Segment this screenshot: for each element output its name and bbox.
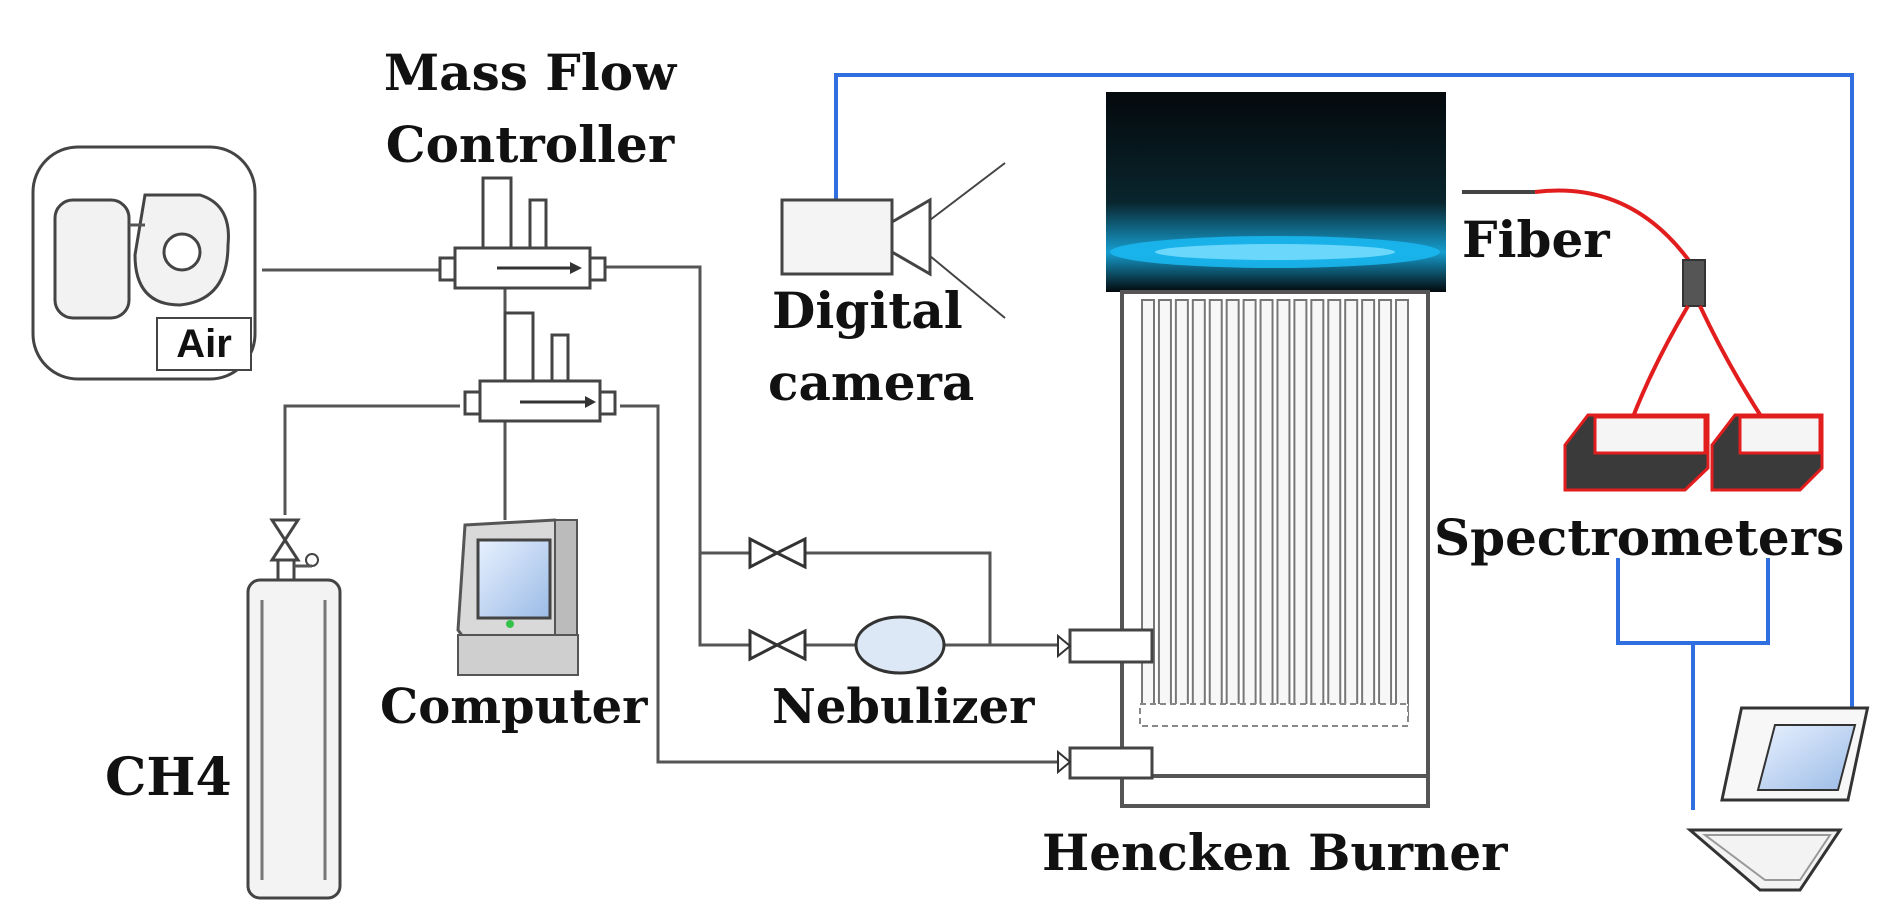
mass-flow-label-line1: Mass Flow <box>384 43 678 102</box>
signal-lines <box>834 73 1854 810</box>
air-compressor: Air <box>31 145 257 381</box>
air-label: Air <box>176 322 232 366</box>
air-compressor-icon <box>53 198 131 320</box>
burner-tube <box>1378 299 1393 721</box>
mass-flow-controller-top <box>438 176 607 290</box>
digital-camera <box>780 162 1006 319</box>
nebulizer <box>854 615 946 675</box>
valve-upper <box>748 536 807 570</box>
burner-tube <box>1208 299 1223 721</box>
valve-lower <box>748 628 807 662</box>
burner-tube <box>1157 299 1172 721</box>
computer-label: Computer <box>380 679 648 735</box>
digital-label-line1: Digital <box>772 281 963 340</box>
fiber-label: Fiber <box>1462 210 1610 269</box>
burner-tube <box>1276 299 1291 721</box>
burner-tube <box>1344 299 1359 721</box>
burner-tube <box>1191 299 1206 721</box>
desktop-computer <box>456 518 579 676</box>
hencken-burner <box>1057 290 1430 808</box>
burner-tube <box>1395 299 1409 721</box>
burner-tube <box>1174 299 1189 721</box>
spectrometer-left <box>1563 413 1710 492</box>
burner-tube <box>1259 299 1274 721</box>
nebulizer-label: Nebulizer <box>772 679 1035 735</box>
mass-flow-label-line2: Controller <box>386 115 675 174</box>
burner-tube <box>1242 299 1257 721</box>
burner-tube <box>1293 299 1308 721</box>
laptop <box>1685 706 1870 892</box>
flame-image <box>1106 92 1446 292</box>
burner-tube <box>1310 299 1325 721</box>
gas-cylinder <box>246 518 342 900</box>
burner-tube <box>1225 299 1240 721</box>
camera-icon <box>780 198 894 276</box>
burner-label: Hencken Burner <box>1042 823 1508 882</box>
burner-tube <box>1361 299 1376 721</box>
valve-icon <box>748 628 781 662</box>
spectrometer-right <box>1710 413 1824 492</box>
burner-tube <box>1327 299 1342 721</box>
gas-cylinder-icon <box>246 578 342 900</box>
digital-label-line2: camera <box>768 353 974 412</box>
spectrometers-label: Spectrometers <box>1434 508 1844 567</box>
valve-icon <box>748 536 781 570</box>
ch4-label: CH4 <box>105 747 232 808</box>
mass-flow-controller-bottom <box>463 311 617 423</box>
